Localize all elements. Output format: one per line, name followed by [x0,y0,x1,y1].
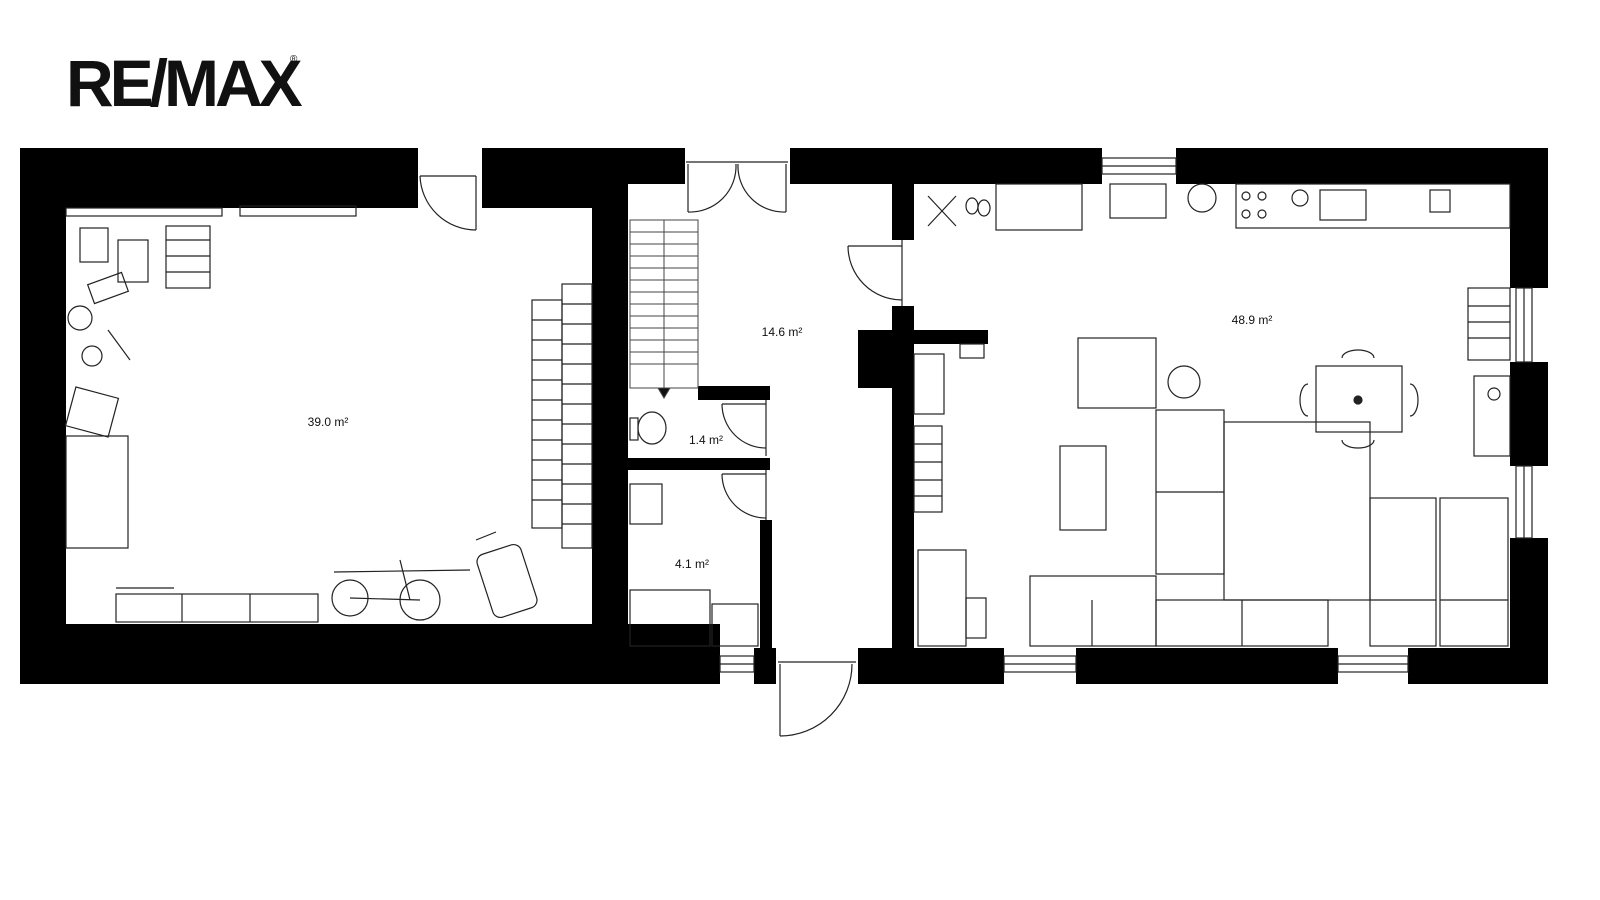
area-label-wc: 1.4 m² [689,433,723,447]
wall-living-top [1176,148,1548,184]
bed-left [1369,497,1437,647]
wall-garage-top-left [20,148,418,208]
wall-wc-bottom [628,458,770,470]
lawn-mower [476,543,538,619]
sofa-bottom [1029,575,1157,647]
wall-living-right-top [1510,148,1548,288]
garage-items [64,205,593,623]
bath-sink [629,483,663,525]
low-cabinet [115,593,319,623]
wall-garage-left [20,148,66,684]
wall-mid-column [892,184,914,240]
kitchen-counter [1235,183,1511,229]
fridge [1467,287,1511,361]
wall-wc-top [698,386,770,400]
walls [20,148,1548,684]
area-label-living: 48.9 m² [1232,313,1273,327]
wall-hall-top [592,148,685,184]
crate-2 [117,239,149,283]
wall-mid-top [790,148,1102,184]
staircase [629,219,699,399]
kitchen-sink [1473,375,1511,457]
wall-entry-right [858,648,1004,684]
bath-cabinet [711,603,759,647]
wall-chimney [858,330,914,388]
area-label-bathroom: 4.1 m² [675,557,709,571]
tv-stand [1109,183,1167,219]
workbench [65,435,129,549]
coffee-table [1059,445,1107,531]
living-items [913,183,1511,647]
area-label-hall: 14.6 m² [762,325,803,339]
wall-mid-lower [892,306,914,684]
wall-living-bottom-mid [1076,648,1338,684]
wall-garage-top-right [482,148,592,208]
area-label-garage: 39.0 m² [308,415,349,429]
sideboard [995,183,1083,231]
pallet [165,225,211,289]
windows [719,157,1533,673]
doors [419,161,903,737]
side-table [1167,365,1201,399]
wall-bath-right [760,520,772,684]
rug [1223,421,1371,601]
toilet-bowl [637,411,667,445]
wall-entry-left [754,648,776,684]
wall-chimney-top [892,330,988,344]
garage-tool-rack [239,205,357,217]
bed-right [1439,497,1509,647]
round-stool [1187,183,1217,213]
registered-mark: ® [290,54,298,65]
bath-fixtures [629,411,759,647]
remax-logo: RE/MAX [66,46,303,120]
crate-1 [79,227,109,263]
hose-reel [67,305,93,331]
dining-table [1315,365,1403,433]
garage-wall-shelf [65,207,223,217]
shower-tray [629,589,711,647]
wall-living-right-mid [1510,362,1548,466]
wall-living-bottom-right [1408,648,1548,684]
wall-garage-right [592,148,628,684]
armchair [1077,337,1157,409]
